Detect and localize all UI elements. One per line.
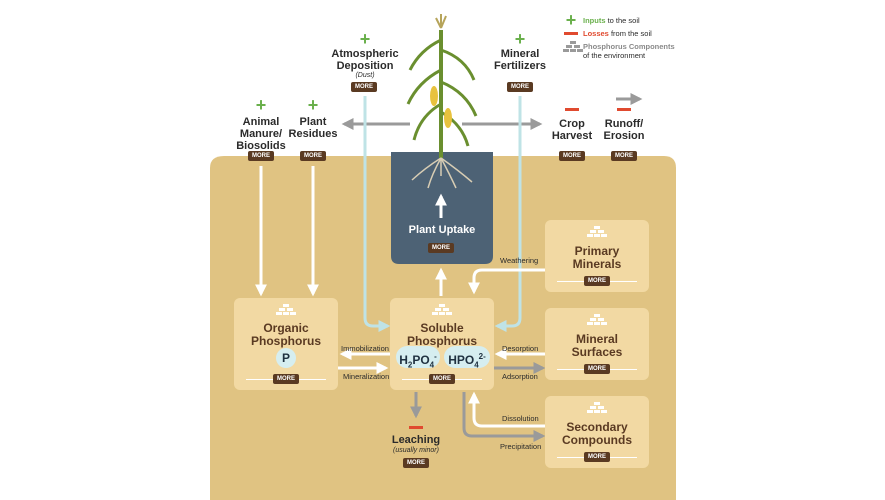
dissolution-label: Dissolution bbox=[502, 414, 539, 423]
animal-manure-label: Animal Manure/ Biosolids bbox=[236, 116, 286, 152]
arrow-precipitation bbox=[462, 392, 546, 442]
organic-phosphorus-box: Organic Phosphorus P MORE bbox=[234, 298, 338, 390]
more-button-leaching[interactable]: MORE bbox=[403, 458, 429, 468]
legend-losses-rest: from the soil bbox=[608, 29, 652, 38]
arrow-fertilizer-to-soluble bbox=[494, 96, 522, 332]
more-button-runoff[interactable]: MORE bbox=[611, 151, 637, 161]
crop-harvest-label: Crop Harvest bbox=[551, 118, 593, 142]
more-button-manure[interactable]: MORE bbox=[248, 151, 274, 161]
leaching-label: Leaching bbox=[391, 434, 441, 446]
more-button-residues[interactable]: MORE bbox=[300, 151, 326, 161]
primary-minerals-box: Primary Minerals MORE bbox=[545, 220, 649, 292]
arrow-weathering bbox=[468, 268, 545, 295]
soluble-phosphorus-title: Soluble Phosphorus bbox=[406, 321, 477, 348]
more-button-surfaces[interactable]: MORE bbox=[584, 364, 610, 374]
legend-inputs-key: Inputs bbox=[583, 16, 606, 25]
arrow-dissolution bbox=[468, 391, 545, 428]
organic-p-symbol: P bbox=[276, 348, 296, 368]
runoff-erosion-label: Runoff/ Erosion bbox=[603, 118, 645, 142]
mineral-surfaces-box: Mineral Surfaces MORE bbox=[545, 308, 649, 380]
legend-bricks-icon bbox=[563, 41, 583, 52]
plant-residues-label: Plant Residues bbox=[288, 116, 338, 140]
organic-bricks-icon bbox=[276, 304, 296, 315]
adsorption-label: Adsorption bbox=[502, 372, 538, 381]
residues-plus-icon: + bbox=[307, 95, 319, 115]
fertilizers-plus-icon: + bbox=[514, 29, 526, 49]
atmospheric-plus-icon: + bbox=[359, 29, 371, 49]
legend-minus-icon bbox=[564, 32, 578, 35]
legend-inputs: Inputs to the soil bbox=[583, 16, 640, 25]
more-button-organic[interactable]: MORE bbox=[273, 374, 299, 384]
soluble-phosphorus-box: Soluble Phosphorus H2PO4- HPO42- MORE bbox=[390, 298, 494, 390]
leaching-sub: (usually minor) bbox=[393, 447, 439, 454]
primary-minerals-title: Primary Minerals bbox=[572, 244, 622, 271]
mineralization-label: Mineralization bbox=[343, 372, 390, 381]
precipitation-label: Precipitation bbox=[500, 442, 542, 451]
more-button-soluble[interactable]: MORE bbox=[429, 374, 455, 384]
atmospheric-deposition-sub: (Dust) bbox=[355, 72, 375, 79]
mineral-fertilizers-label: Mineral Fertilizers bbox=[494, 48, 546, 72]
atmospheric-deposition-label: Atmospheric Deposition bbox=[331, 48, 399, 72]
legend-inputs-rest: to the soil bbox=[605, 16, 640, 25]
legend-plus-icon: + bbox=[565, 10, 577, 30]
runoff-minus-icon bbox=[617, 108, 631, 111]
h2po4-ion: H2PO4- bbox=[396, 346, 440, 369]
legend-components: Phosphorus Components bbox=[583, 42, 675, 51]
harvest-minus-icon bbox=[565, 108, 579, 111]
weathering-label: Weathering bbox=[500, 256, 539, 265]
arrow-atmospheric-to-soluble bbox=[363, 96, 391, 332]
manure-plus-icon: + bbox=[255, 95, 267, 115]
immobilization-label: Immobilization bbox=[341, 344, 389, 353]
corn-plant bbox=[406, 14, 478, 158]
secondary-compounds-title: Secondary Compounds bbox=[562, 420, 632, 447]
legend-losses: Losses from the soil bbox=[583, 29, 652, 38]
more-button-secondary[interactable]: MORE bbox=[584, 452, 610, 462]
more-button-atmospheric[interactable]: MORE bbox=[351, 82, 377, 92]
legend-components-rest: of the environment bbox=[583, 51, 646, 60]
primary-bricks-icon bbox=[587, 226, 607, 237]
plant-uptake-label: Plant Uptake bbox=[408, 224, 476, 236]
organic-phosphorus-title: Organic Phosphorus bbox=[250, 321, 321, 348]
secondary-bricks-icon bbox=[587, 402, 607, 413]
more-button-fertilizers[interactable]: MORE bbox=[507, 82, 533, 92]
hpo4-ion: HPO42- bbox=[444, 346, 490, 369]
mineral-surfaces-title: Mineral Surfaces bbox=[571, 332, 623, 359]
secondary-compounds-box: Secondary Compounds MORE bbox=[545, 396, 649, 468]
legend-components-key: Phosphorus Components bbox=[583, 42, 675, 51]
more-button-harvest[interactable]: MORE bbox=[559, 151, 585, 161]
surfaces-bricks-icon bbox=[587, 314, 607, 325]
more-button-plant-uptake[interactable]: MORE bbox=[428, 243, 454, 253]
desorption-label: Desorption bbox=[502, 344, 539, 353]
soluble-bricks-icon bbox=[432, 304, 452, 315]
plant-roots bbox=[411, 157, 473, 189]
legend-losses-key: Losses bbox=[583, 29, 609, 38]
more-button-primary[interactable]: MORE bbox=[584, 276, 610, 286]
leaching-minus-icon bbox=[409, 426, 423, 429]
